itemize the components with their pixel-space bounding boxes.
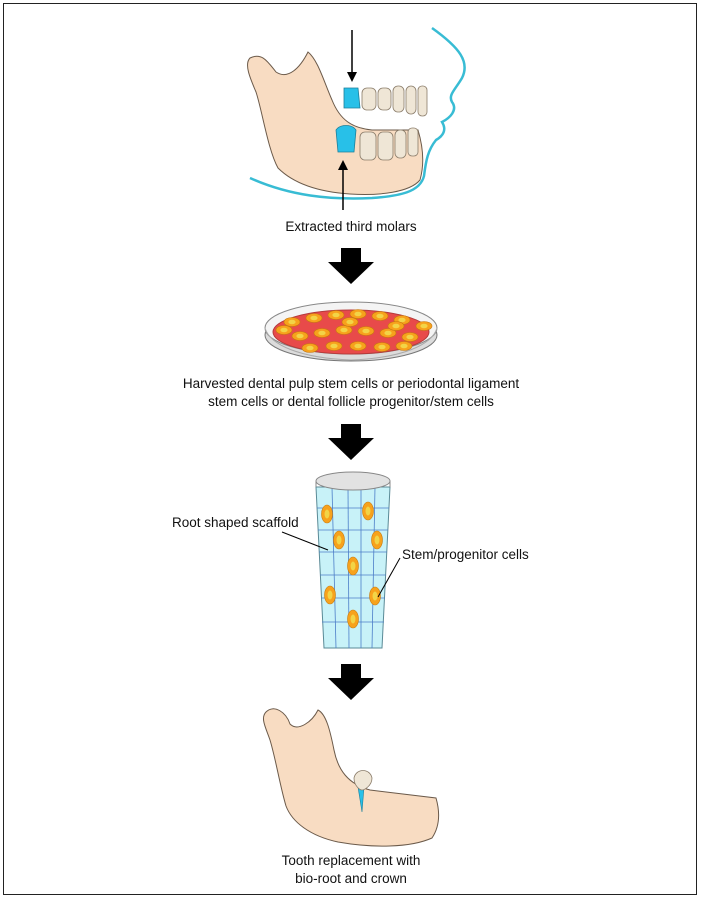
scaffold-cells (321, 501, 383, 629)
down-arrow-1 (328, 248, 374, 284)
down-arrow-3 (328, 664, 374, 700)
jaw-illustration (247, 26, 466, 210)
stem-cell (362, 501, 374, 521)
stem-cell (395, 341, 413, 351)
stem-cell (325, 341, 343, 351)
stem-cell (387, 321, 405, 331)
stem-cell (327, 310, 345, 320)
down-arrow-2 (328, 424, 374, 460)
stem-cell (349, 341, 367, 351)
molar-pointer-arrows (338, 30, 357, 210)
lower-third-molar (335, 125, 357, 153)
stem-cell (275, 325, 293, 335)
upper-teeth (361, 85, 428, 117)
stem-cell (401, 332, 419, 342)
upper-third-molar (343, 87, 361, 109)
stem-cell (313, 328, 331, 338)
lower-teeth (359, 127, 419, 161)
caption-harvested-line2: stem cells or dental follicle progenitor… (208, 394, 494, 409)
stem-cell (379, 328, 397, 338)
stem-cell (347, 556, 359, 576)
stem-cell (321, 504, 333, 524)
stem-cell (283, 317, 301, 327)
figure-border (3, 3, 697, 895)
stem-cell (291, 331, 309, 341)
stem-cell (357, 326, 375, 336)
petri-dish (264, 301, 438, 362)
stem-cell (335, 325, 353, 335)
caption-harvested-line1: Harvested dental pulp stem cells or peri… (182, 376, 520, 391)
caption-tooth-replacement-line2: bio-root and crown (295, 871, 407, 886)
stem-cell (369, 586, 381, 606)
caption-extracted-molars: Extracted third molars (285, 219, 417, 234)
mandible-implant-site (263, 708, 440, 847)
face-profile-line (249, 26, 466, 200)
jaw-with-implant (263, 708, 440, 847)
stem-cell (341, 317, 359, 327)
stem-cell (349, 309, 367, 319)
crown (353, 770, 373, 791)
stem-cell (333, 530, 345, 550)
stem-cell (371, 530, 383, 550)
stem-cell (347, 609, 359, 629)
scaffold-cap (315, 471, 391, 491)
root-scaffold (281, 471, 401, 649)
label-stem-cells: Stem/progenitor cells (402, 547, 529, 562)
stem-cell (301, 343, 319, 353)
stem-cell (373, 342, 391, 352)
scaffold-leader-line (281, 531, 329, 551)
label-root-scaffold: Root shaped scaffold (172, 515, 299, 530)
cells-leader-line (377, 557, 401, 598)
stem-cell (371, 311, 389, 321)
stem-cell (324, 585, 336, 605)
mandible (247, 51, 424, 195)
stem-cell (415, 321, 433, 331)
dish-cells (275, 309, 433, 353)
stem-cell (305, 313, 323, 323)
caption-tooth-replacement-line1: Tooth replacement with (281, 853, 421, 868)
